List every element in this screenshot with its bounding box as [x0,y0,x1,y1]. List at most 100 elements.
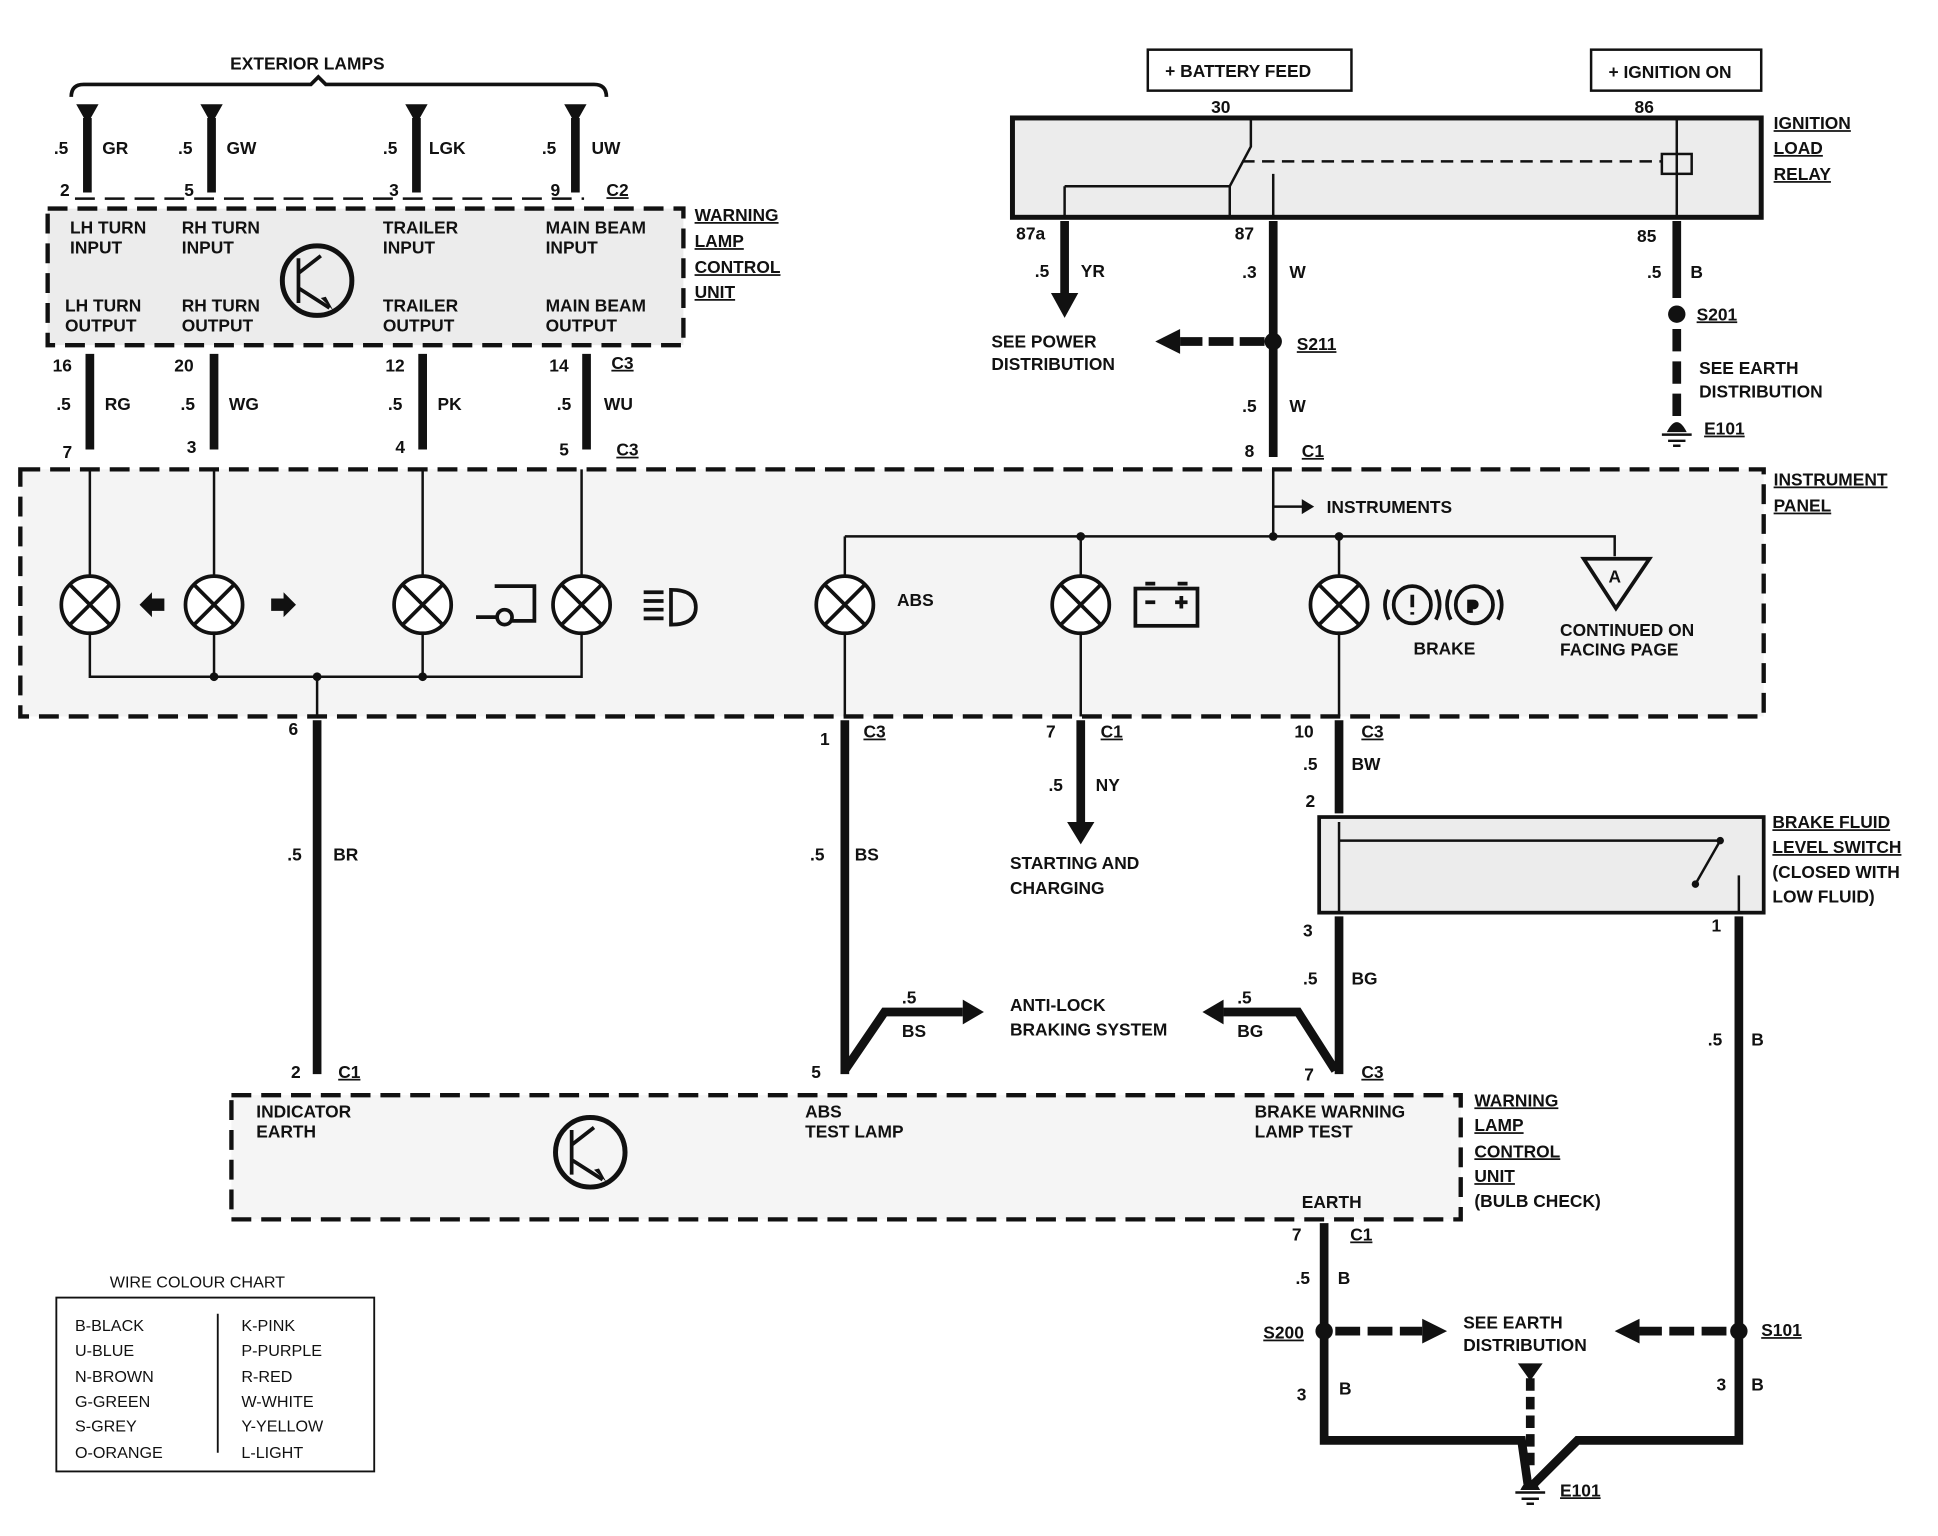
label-lower-pin-10: 10 [1294,722,1313,742]
label-wlcu-bottom-wire-s101-size: 3 [1717,1375,1727,1395]
label-relay-see-earth-0: SEE EARTH [1699,358,1798,378]
label-wlcu-bottom-wire-s200-color: B [1339,1378,1352,1398]
label-wlcu-top-outputs-5: OUTPUT [383,316,455,336]
label-exterior-lamps-wires-3-color: UW [592,138,622,158]
label-lower-pin-1: 1 [820,729,830,749]
label-wlcu-bottom-pin-5: 5 [811,1062,821,1082]
splice-s211 [1264,332,1282,351]
label-wlcu-bottom-wire-b-color: B [1338,1268,1351,1288]
label-wlcu-bottom-earth: EARTH [1302,1192,1362,1212]
label-lower-wire-ny-size: .5 [1048,775,1063,795]
label-wlcu-top-inputs-2: RH TURN [182,217,260,237]
exterior-lamps-title: EXTERIOR LAMPS [230,54,384,74]
label-wlcu-bottom-indicator-earth-1: EARTH [256,1121,316,1141]
label-wlcu-top-out-wires-2-pin-top: 12 [385,355,404,375]
charge-lamp-icon [1050,574,1112,636]
label-relay-ignition-on: + IGNITION ON [1608,62,1731,82]
label-colour-chart-left-5: O-ORANGE [75,1444,163,1462]
label-colour-chart-right-4: Y-YELLOW [241,1418,324,1436]
label-relay-wire-87-color: W [1289,262,1306,282]
label-lower-switch-pin-1: 1 [1712,915,1722,935]
label-wlcu-bottom-brake-test-0: BRAKE WARNING [1255,1102,1406,1122]
continued-triangle-icon [1580,556,1653,612]
label-wlcu-top-outputs-1: OUTPUT [65,316,137,336]
label-lower-starting-1: CHARGING [1010,878,1105,898]
label-instrument-panel-instruments: INSTRUMENTS [1327,497,1453,517]
label-wlcu-top-out-wires-0-color: RG [105,394,131,414]
label-relay-wire-87a-color: YR [1081,261,1106,281]
instrument-panel: INSTRUMENT PANEL INSTRUMENTS ABS P BRAKE… [18,467,1888,719]
label-relay-c1: C1 [1302,441,1325,461]
label-lower-c3-b: C3 [1361,722,1384,742]
battery-feed-box [1146,48,1353,92]
label-relay-s211: S211 [1297,334,1337,354]
label-lower-switch-name-3: LOW FLUID) [1772,887,1874,907]
transistor-icon [553,1115,628,1190]
label-instrument-panel-name-0: INSTRUMENT [1774,470,1888,490]
label-colour-chart-left-1: U-BLUE [75,1342,134,1360]
label-wlcu-top-connector-top: C3 [611,353,634,373]
label-instrument-panel-continued-0: CONTINUED ON [1560,620,1694,640]
label-colour-chart-right-1: P-PURPLE [241,1342,322,1360]
label-wlcu-top-out-wires-3-pin-top: 14 [549,355,569,375]
label-relay-pin-86: 86 [1635,97,1655,117]
label-exterior-lamps-wires-1-color: GW [226,138,257,158]
label-wlcu-top-out-wires-1-size: .5 [181,394,196,414]
connector-c2: C2 [606,180,628,200]
label-wlcu-bottom-c1: C1 [338,1062,361,1082]
splice-s201 [1668,305,1686,323]
label-wlcu-top-out-wires-2-pin-bottom: 4 [395,437,405,457]
label-colour-chart-right-2: R-RED [241,1368,292,1386]
label-wlcu-bottom-see-earth-0: SEE EARTH [1463,1313,1562,1333]
label-wlcu-bottom-wire-s101-color: B [1751,1375,1764,1395]
label-wlcu-top-out-wires-0-pin-top: 16 [53,355,73,375]
exterior-lamps-brace [69,74,609,97]
label-colour-chart-right-5: L-LIGHT [241,1444,303,1462]
label-relay-see-earth-1: DISTRIBUTION [1699,381,1823,401]
ground-icon [1515,1480,1546,1505]
label-wlcu-bottom-name-1: LAMP [1474,1115,1523,1135]
label-lower-abs-bg-size: .5 [1237,987,1252,1007]
headlamp-icon [643,587,698,627]
label-exterior-lamps-wires-3-pin: 9 [551,180,561,200]
label-wlcu-top-inputs-7: INPUT [546,237,599,257]
label-relay-see-power-1: DISTRIBUTION [991,354,1115,374]
label-wlcu-top-inputs-1: INPUT [70,237,123,257]
ground-icon [1661,422,1692,448]
label-wlcu-top-inputs-0: LH TURN [70,217,146,237]
label-wlcu-top-name-2: CONTROL [695,257,781,277]
label-instrument-panel-continued-1: FACING PAGE [1560,640,1678,660]
label-relay-name-2: RELAY [1774,164,1832,184]
label-lower-wire-bg-color: BG [1351,969,1377,989]
trailer-lamp-icon [392,574,454,636]
label-wlcu-top-outputs-2: RH TURN [182,296,260,316]
wire-colour-chart: WIRE COLOUR CHART B-BLACK U-BLUE N-BROWN… [55,1274,376,1473]
label-lower-wire-b-color: B [1751,1030,1764,1050]
label-lower-pin-7: 7 [1046,722,1056,742]
label-wlcu-bottom-earth-pin: 7 [1292,1224,1302,1244]
label-colour-chart-right-3: W-WHITE [241,1393,313,1411]
ignition-on-box [1589,48,1763,92]
label-wlcu-top-out-wires-1-color: WG [229,394,259,414]
label-lower-wire-br-size: .5 [287,845,302,865]
label-wlcu-bottom-see-earth-1: DISTRIBUTION [1463,1335,1587,1355]
label-lower-c1-a: C1 [1101,722,1124,742]
label-lower-switch-name-1: LEVEL SWITCH [1772,837,1901,857]
label-relay-wire-85-size: .5 [1647,262,1662,282]
label-wlcu-bottom-wire-b-size: .5 [1296,1268,1311,1288]
label-relay-wire-87a-size: .5 [1035,261,1050,281]
label-relay-battery-feed: + BATTERY FEED [1165,61,1311,81]
label-wlcu-bottom-brake-test-1: LAMP TEST [1255,1121,1354,1141]
label-lower-abs-bg-color: BG [1237,1021,1263,1041]
label-relay-wire-feed-size: .5 [1242,396,1257,416]
label-exterior-lamps-wires-2-pin: 3 [389,180,399,200]
label-lower-wire-bs-size: .5 [810,845,825,865]
label-exterior-lamps-wires-2-color: LGK [429,138,466,158]
label-lower-wire-bw-size: .5 [1303,754,1318,774]
label-relay-name-1: LOAD [1774,138,1823,158]
trailer-icon [476,584,537,627]
label-lower-wire-b-size: .5 [1708,1030,1723,1050]
